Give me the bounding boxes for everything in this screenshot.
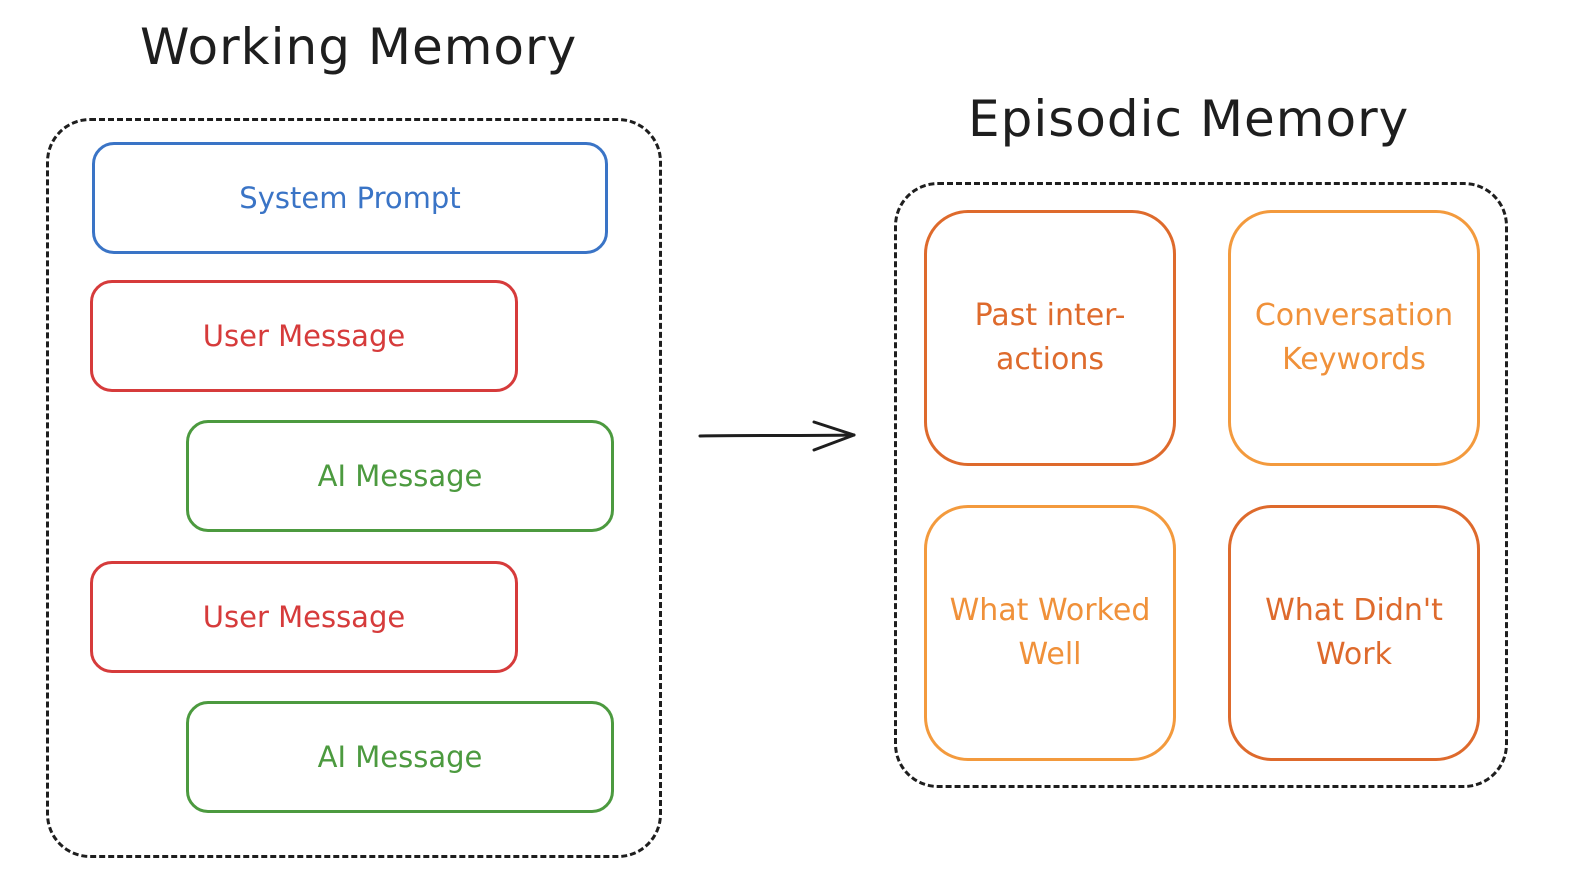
working-memory-title: Working Memory [140,18,578,76]
past-interactions-card: Past inter- actions [924,210,1176,466]
episodic-memory-group [894,182,1508,788]
user-message-box: User Message [90,561,518,673]
user-message-label: User Message [202,319,406,353]
ai-message-box: AI Message [186,701,614,813]
working-memory-group [46,118,662,858]
ai-message-box: AI Message [186,420,614,532]
system-prompt-box: System Prompt [92,142,608,254]
system-prompt-label: System Prompt [239,181,461,215]
past-interactions-label: Past inter- actions [974,298,1126,377]
user-message-box: User Message [90,280,518,392]
what-didnt-work-label: What Didn't Work [1265,593,1443,672]
right-arrow-icon [698,420,856,452]
ai-message-label: AI Message [317,459,483,493]
what-worked-well-label: What Worked Well [949,593,1151,672]
episodic-memory-title: Episodic Memory [968,90,1410,148]
what-didnt-work-card: What Didn't Work [1228,505,1480,761]
conversation-keywords-label: Conversation Keywords [1254,298,1454,377]
user-message-label: User Message [202,600,406,634]
what-worked-well-card: What Worked Well [924,505,1176,761]
ai-message-label: AI Message [317,740,483,774]
conversation-keywords-card: Conversation Keywords [1228,210,1480,466]
